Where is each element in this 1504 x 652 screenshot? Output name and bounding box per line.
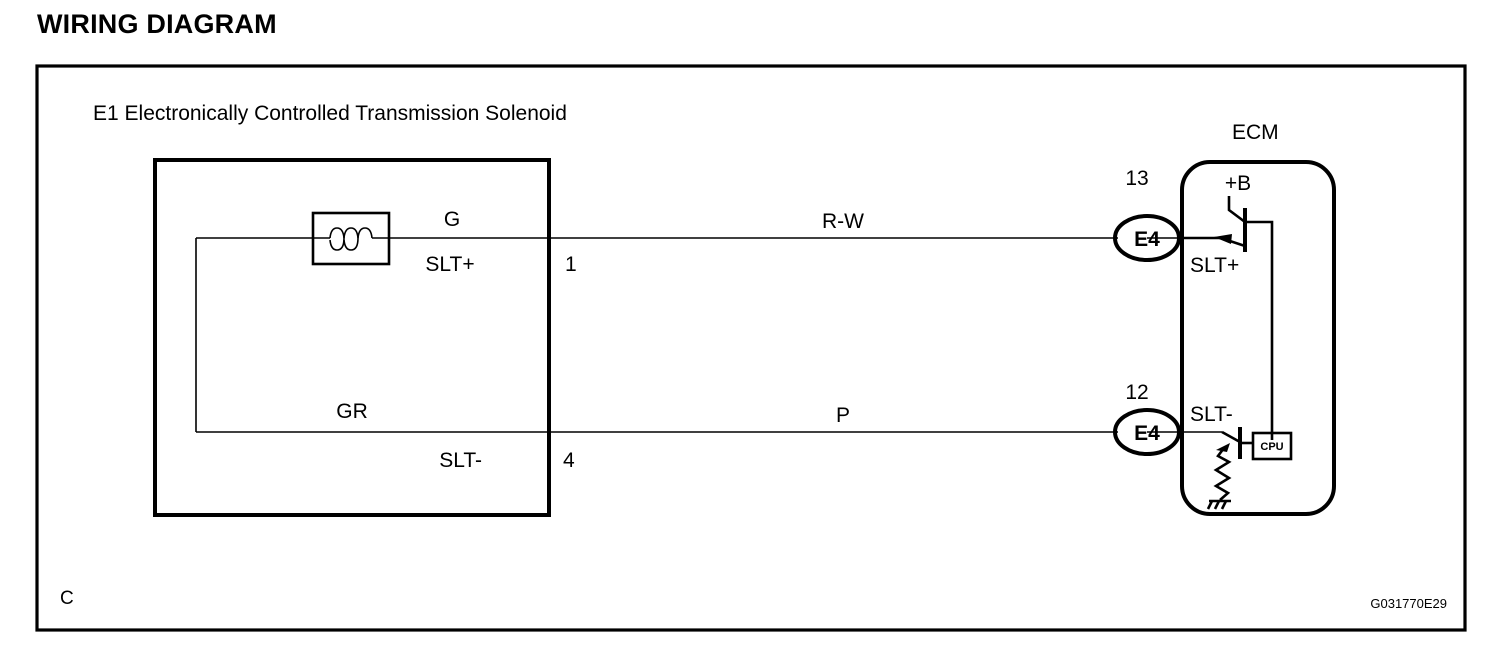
cpu-label: CPU: [1260, 441, 1283, 453]
resistor-icon: [1213, 447, 1232, 501]
connector-e4-pin13-label: E4: [1134, 228, 1160, 251]
page-title: WIRING DIAGRAM: [37, 9, 277, 39]
solenoid-pin-4: 4: [563, 449, 575, 472]
slt-minus-node-lead: [1221, 430, 1241, 444]
corner-letter: C: [60, 588, 74, 609]
ecm-pin-12: 12: [1125, 381, 1148, 404]
harness-wire-color-p: P: [836, 404, 850, 427]
connector-e4-pin12-label: E4: [1134, 422, 1160, 445]
ground-icon: [1206, 499, 1231, 510]
internal-wire-color-gr: GR: [336, 400, 368, 423]
solenoid-pin-1: 1: [565, 253, 577, 276]
diagram-frame: [35, 64, 1467, 632]
harness-wire-color-rw: R-W: [822, 210, 864, 233]
solenoid-box: [153, 158, 551, 517]
internal-wire-color-g: G: [444, 208, 460, 231]
transistor-emitter-arrow: [1214, 234, 1232, 244]
cpu-box: [1251, 431, 1293, 461]
ecm-pin-13: 13: [1125, 167, 1148, 190]
coil-winding-2: [343, 227, 359, 251]
solenoid-signal-slt-plus: SLT+: [425, 253, 474, 276]
transistor-base-lead: [1227, 196, 1246, 224]
coil-winding-3: [357, 227, 373, 239]
solenoid-component-label: E1 Electronically Controlled Transmissio…: [93, 102, 567, 125]
ecm-box: [1180, 160, 1336, 516]
transistor-collector-lead: [1245, 220, 1274, 440]
transistor-emitter-lead: [1182, 236, 1246, 248]
power-supply-label: +B: [1225, 172, 1251, 195]
solenoid-signal-slt-minus: SLT-: [439, 449, 482, 472]
ecm-signal-slt-minus: SLT-: [1190, 403, 1233, 426]
figure-code: G031770E29: [1370, 596, 1447, 611]
ecm-signal-slt-plus: SLT+: [1190, 254, 1239, 277]
coil-winding-1: [329, 227, 345, 251]
ecm-label: ECM: [1232, 121, 1279, 144]
